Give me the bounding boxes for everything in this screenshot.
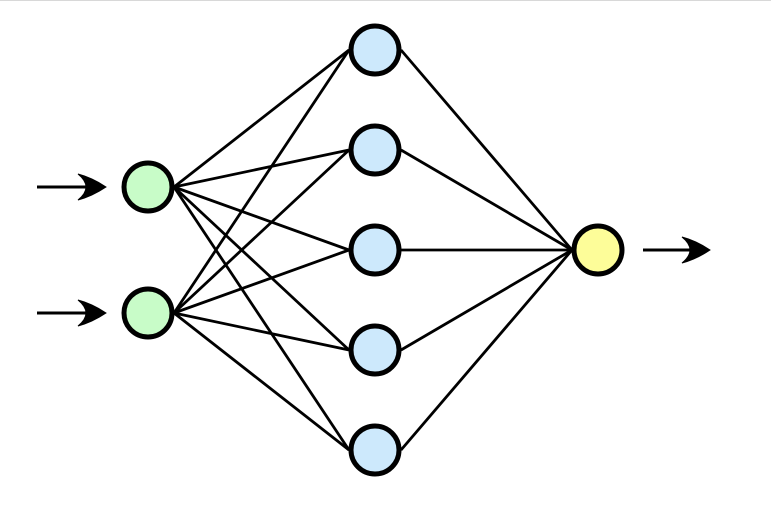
top-border-line — [0, 0, 771, 1]
edge-in2-h1 — [172, 49, 351, 314]
edge-h2-out1 — [400, 148, 573, 252]
hidden-node-h5 — [348, 423, 402, 477]
hidden-node-h3 — [348, 223, 402, 277]
input-arrow-2-head — [77, 299, 107, 327]
edge-in1-h3 — [173, 185, 350, 252]
edge-in2-h2 — [173, 148, 350, 315]
edge-in1-h2 — [173, 148, 350, 189]
edge-in2-h4 — [173, 311, 350, 352]
hidden-node-h4 — [348, 323, 402, 377]
edge-h4-out1 — [400, 248, 573, 352]
edge-h5-out1 — [399, 249, 574, 451]
input-node-in1 — [121, 160, 175, 214]
hidden-node-h2 — [348, 123, 402, 177]
edge-in2-h3 — [173, 248, 350, 315]
input-arrow-1-head — [77, 173, 107, 201]
edge-in1-h4 — [173, 185, 350, 352]
output-node-out1 — [571, 223, 625, 277]
hidden-node-h1 — [348, 23, 402, 77]
edge-in2-h5 — [173, 311, 350, 452]
edge-in1-h5 — [172, 186, 351, 451]
edge-h1-out1 — [399, 49, 574, 251]
input-node-in2 — [121, 286, 175, 340]
edge-in1-h1 — [173, 48, 350, 189]
output-arrow-head — [681, 236, 711, 264]
